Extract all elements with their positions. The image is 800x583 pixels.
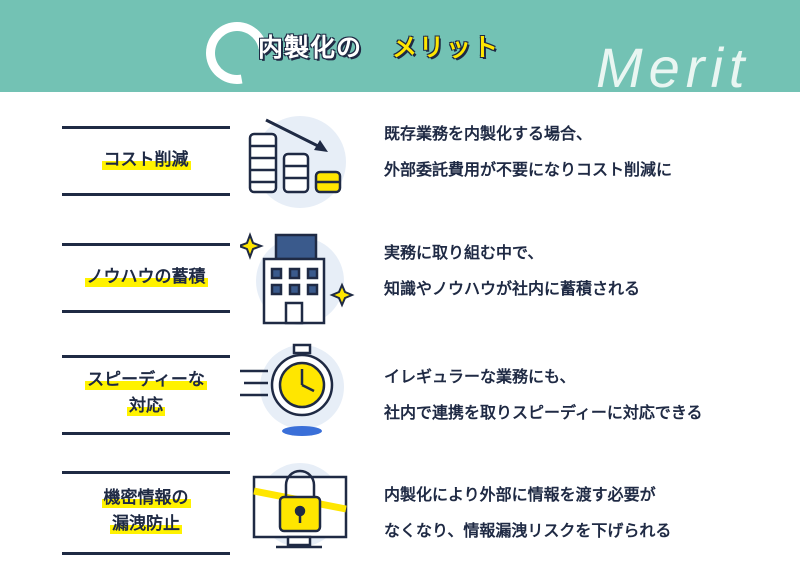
merit-row-speed: スピーディーな 対応 イレギュラーな業務にも、 社内で連携を取りスピーディーに対… <box>0 343 800 467</box>
description-line: 実務に取り組む中で、 <box>384 243 544 262</box>
locked-computer-icon <box>252 463 348 549</box>
label-line: 対応 <box>127 396 165 416</box>
header-banner: 内製化の メリット Merit <box>0 0 800 92</box>
page-title: 内製化の メリット <box>248 22 538 70</box>
divider-line <box>62 471 230 474</box>
description-line: 外部委託費用が不要になりコスト削減に <box>384 160 673 179</box>
merit-row-knowhow: ノウハウの蓄積 実務に取り組む中で、 知識やノウハウが社内に蓄積される <box>0 232 800 355</box>
divider-line <box>62 355 230 358</box>
divider-line <box>62 243 230 246</box>
label-block: コスト削減 <box>62 126 230 196</box>
label-block: ノウハウの蓄積 <box>62 243 230 313</box>
label-text: ノウハウの蓄積 <box>62 264 230 290</box>
divider-line <box>62 552 230 555</box>
description-line: 知識やノウハウが社内に蓄積される <box>384 279 641 298</box>
label-line: 機密情報の <box>101 488 191 508</box>
description: 実務に取り組む中で、 知識やノウハウが社内に蓄積される <box>384 235 640 307</box>
divider-line <box>62 432 230 435</box>
divider-line <box>62 193 230 196</box>
description: 既存業務を内製化する場合、 外部委託費用が不要になりコスト削減に <box>384 116 672 188</box>
label-text: 機密情報の 漏洩防止 <box>62 485 230 537</box>
coins-decrease-icon <box>248 116 346 208</box>
title-part-1: 内製化の <box>258 33 363 62</box>
title-part-2: メリット <box>392 33 501 62</box>
label-line: 漏洩防止 <box>110 514 182 534</box>
stopwatch-icon <box>240 343 344 436</box>
merit-row-cost: コスト削減 既存業務を内製化する場合、 外部委託費用が不要になりコスト削減に <box>0 116 800 238</box>
description-line: イレギュラーな業務にも、 <box>384 367 576 386</box>
description: イレギュラーな業務にも、 社内で連携を取りスピーディーに対応できる <box>384 359 703 431</box>
merit-watermark: Merit <box>596 36 751 93</box>
description-line: 既存業務を内製化する場合、 <box>384 124 593 143</box>
description-line: なくなり、情報漏洩リスクを下げられる <box>384 521 672 540</box>
label-text: コスト削減 <box>62 147 230 173</box>
label-line: スピーディーな <box>85 370 207 390</box>
divider-line <box>62 310 230 313</box>
label-block: 機密情報の 漏洩防止 <box>62 471 230 555</box>
description-line: 社内で連携を取りスピーディーに対応できる <box>384 403 703 422</box>
label-line: コスト削減 <box>101 150 191 170</box>
office-building-icon <box>240 232 355 325</box>
description-line: 内製化により外部に情報を渡す必要が <box>384 485 656 504</box>
label-line: ノウハウの蓄積 <box>84 267 208 287</box>
merit-row-security: 機密情報の 漏洩防止 内製化により外部に情報を渡す必要が なくなり、情報漏洩リス… <box>0 463 800 583</box>
divider-line <box>62 126 230 129</box>
label-text: スピーディーな 対応 <box>62 367 230 419</box>
description: 内製化により外部に情報を渡す必要が なくなり、情報漏洩リスクを下げられる <box>384 477 671 549</box>
label-block: スピーディーな 対応 <box>62 355 230 435</box>
